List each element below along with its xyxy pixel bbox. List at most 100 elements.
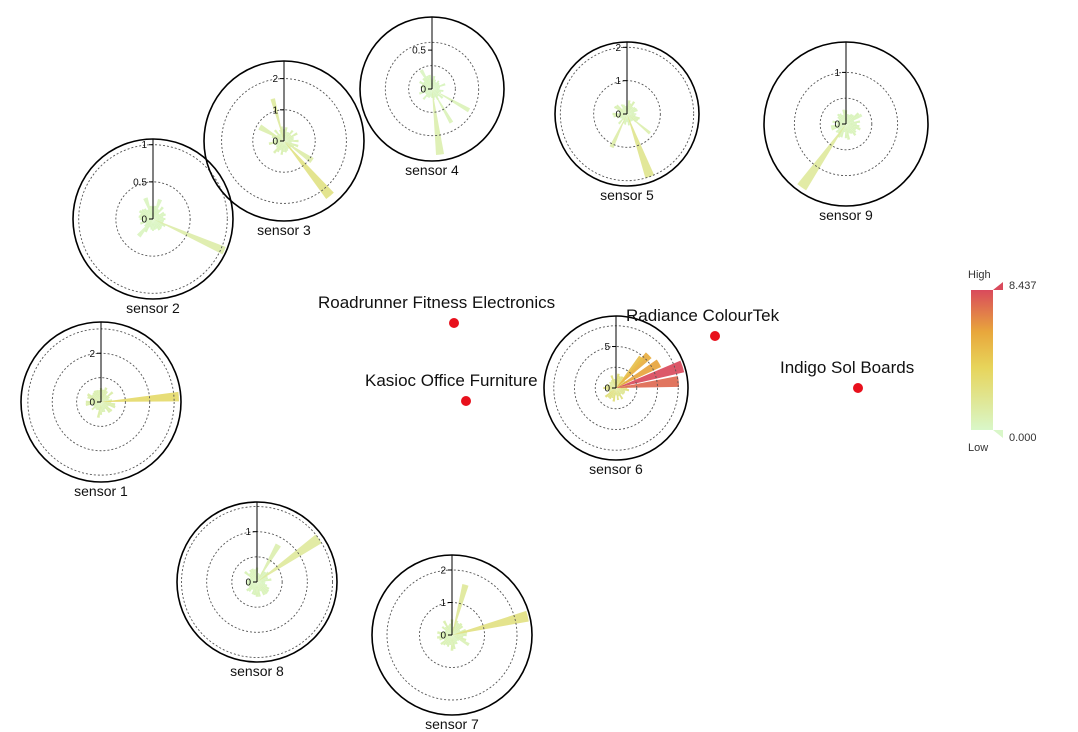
base-bar xyxy=(255,582,259,597)
base-bar xyxy=(145,219,153,224)
base-bar xyxy=(419,80,432,89)
base-bar xyxy=(626,114,628,123)
base-bar xyxy=(149,219,153,228)
tick-label: 0 xyxy=(89,398,95,409)
factory-marker[interactable] xyxy=(449,318,459,328)
base-bar xyxy=(837,124,846,130)
base-bar xyxy=(842,109,846,124)
base-bar xyxy=(627,114,630,126)
base-bar xyxy=(428,89,432,99)
base-bar xyxy=(837,113,846,124)
base-bar xyxy=(620,104,627,114)
base-bar xyxy=(101,389,105,402)
base-bar xyxy=(244,570,257,582)
base-bar xyxy=(608,388,616,392)
base-bar xyxy=(153,217,166,221)
base-bar xyxy=(284,141,287,153)
base-bar xyxy=(257,582,262,592)
tick-label: 0 xyxy=(245,578,251,589)
base-bar xyxy=(436,635,452,639)
base-bar xyxy=(616,388,620,401)
factory-2[interactable]: Kasioc Office Furniture xyxy=(365,371,538,406)
factory-marker[interactable] xyxy=(710,331,720,341)
base-bar xyxy=(452,628,467,635)
factory-4[interactable]: Indigo Sol Boards xyxy=(780,358,914,393)
base-bar xyxy=(153,219,161,231)
factory-1[interactable]: Roadrunner Fitness Electronics xyxy=(318,293,555,328)
base-bar xyxy=(612,388,616,402)
spike-bar xyxy=(627,114,655,179)
base-bar xyxy=(257,572,260,582)
base-bar xyxy=(624,106,627,114)
spike-bar xyxy=(257,543,281,582)
base-bar xyxy=(627,101,636,114)
base-bar xyxy=(101,402,104,413)
tick-label: 0 xyxy=(615,110,621,121)
base-bar xyxy=(247,582,257,587)
base-bar xyxy=(426,75,432,89)
base-bar xyxy=(284,139,299,143)
base-bar xyxy=(274,138,284,141)
base-bar xyxy=(846,120,861,124)
tick-label: 0 xyxy=(141,215,147,226)
tick-label: 0 xyxy=(834,120,840,131)
base-bar xyxy=(610,381,616,388)
base-bar xyxy=(432,89,436,98)
spike-bar xyxy=(419,69,432,89)
base-bar xyxy=(101,402,111,414)
base-bar xyxy=(432,86,441,89)
base-bar xyxy=(85,402,101,406)
base-bar xyxy=(246,582,257,592)
base-bar xyxy=(144,219,153,227)
base-bar xyxy=(93,402,101,407)
base-bar xyxy=(246,582,257,585)
base-bar xyxy=(273,141,284,154)
spike-bar xyxy=(452,610,529,635)
color-legend: High 8.437 0.000 Low xyxy=(968,269,1037,454)
spike-bar xyxy=(616,360,685,388)
spike-bar xyxy=(101,398,104,402)
base-bar xyxy=(432,79,437,89)
spike-bar xyxy=(153,219,226,255)
base-bar xyxy=(257,582,266,596)
factory-marker[interactable] xyxy=(461,396,471,406)
tick-label: 0 xyxy=(440,631,446,642)
spike-bar xyxy=(452,635,470,647)
base-bar xyxy=(257,578,272,582)
base-bar xyxy=(846,124,861,131)
base-bar xyxy=(449,635,452,646)
base-bar xyxy=(276,134,284,141)
factory-3[interactable]: Radiance ColourTek xyxy=(626,306,780,341)
tick-label: 1 xyxy=(440,598,446,609)
base-bar xyxy=(846,113,853,124)
spike-bar xyxy=(616,352,652,388)
base-bar xyxy=(616,388,622,395)
base-bar xyxy=(837,124,846,134)
base-bar xyxy=(420,85,432,89)
base-bar xyxy=(616,114,627,119)
base-bar xyxy=(97,390,101,402)
base-bar xyxy=(138,215,153,219)
base-bar xyxy=(139,217,153,221)
base-bar xyxy=(139,219,153,225)
base-bar xyxy=(101,402,116,409)
base-bar xyxy=(432,89,442,94)
base-bar xyxy=(279,133,284,141)
base-bar xyxy=(146,209,153,219)
base-bar xyxy=(843,124,846,133)
factory-label: Radiance ColourTek xyxy=(626,306,780,325)
base-bar xyxy=(616,376,624,388)
factory-marker[interactable] xyxy=(853,383,863,393)
base-bar xyxy=(616,388,625,395)
